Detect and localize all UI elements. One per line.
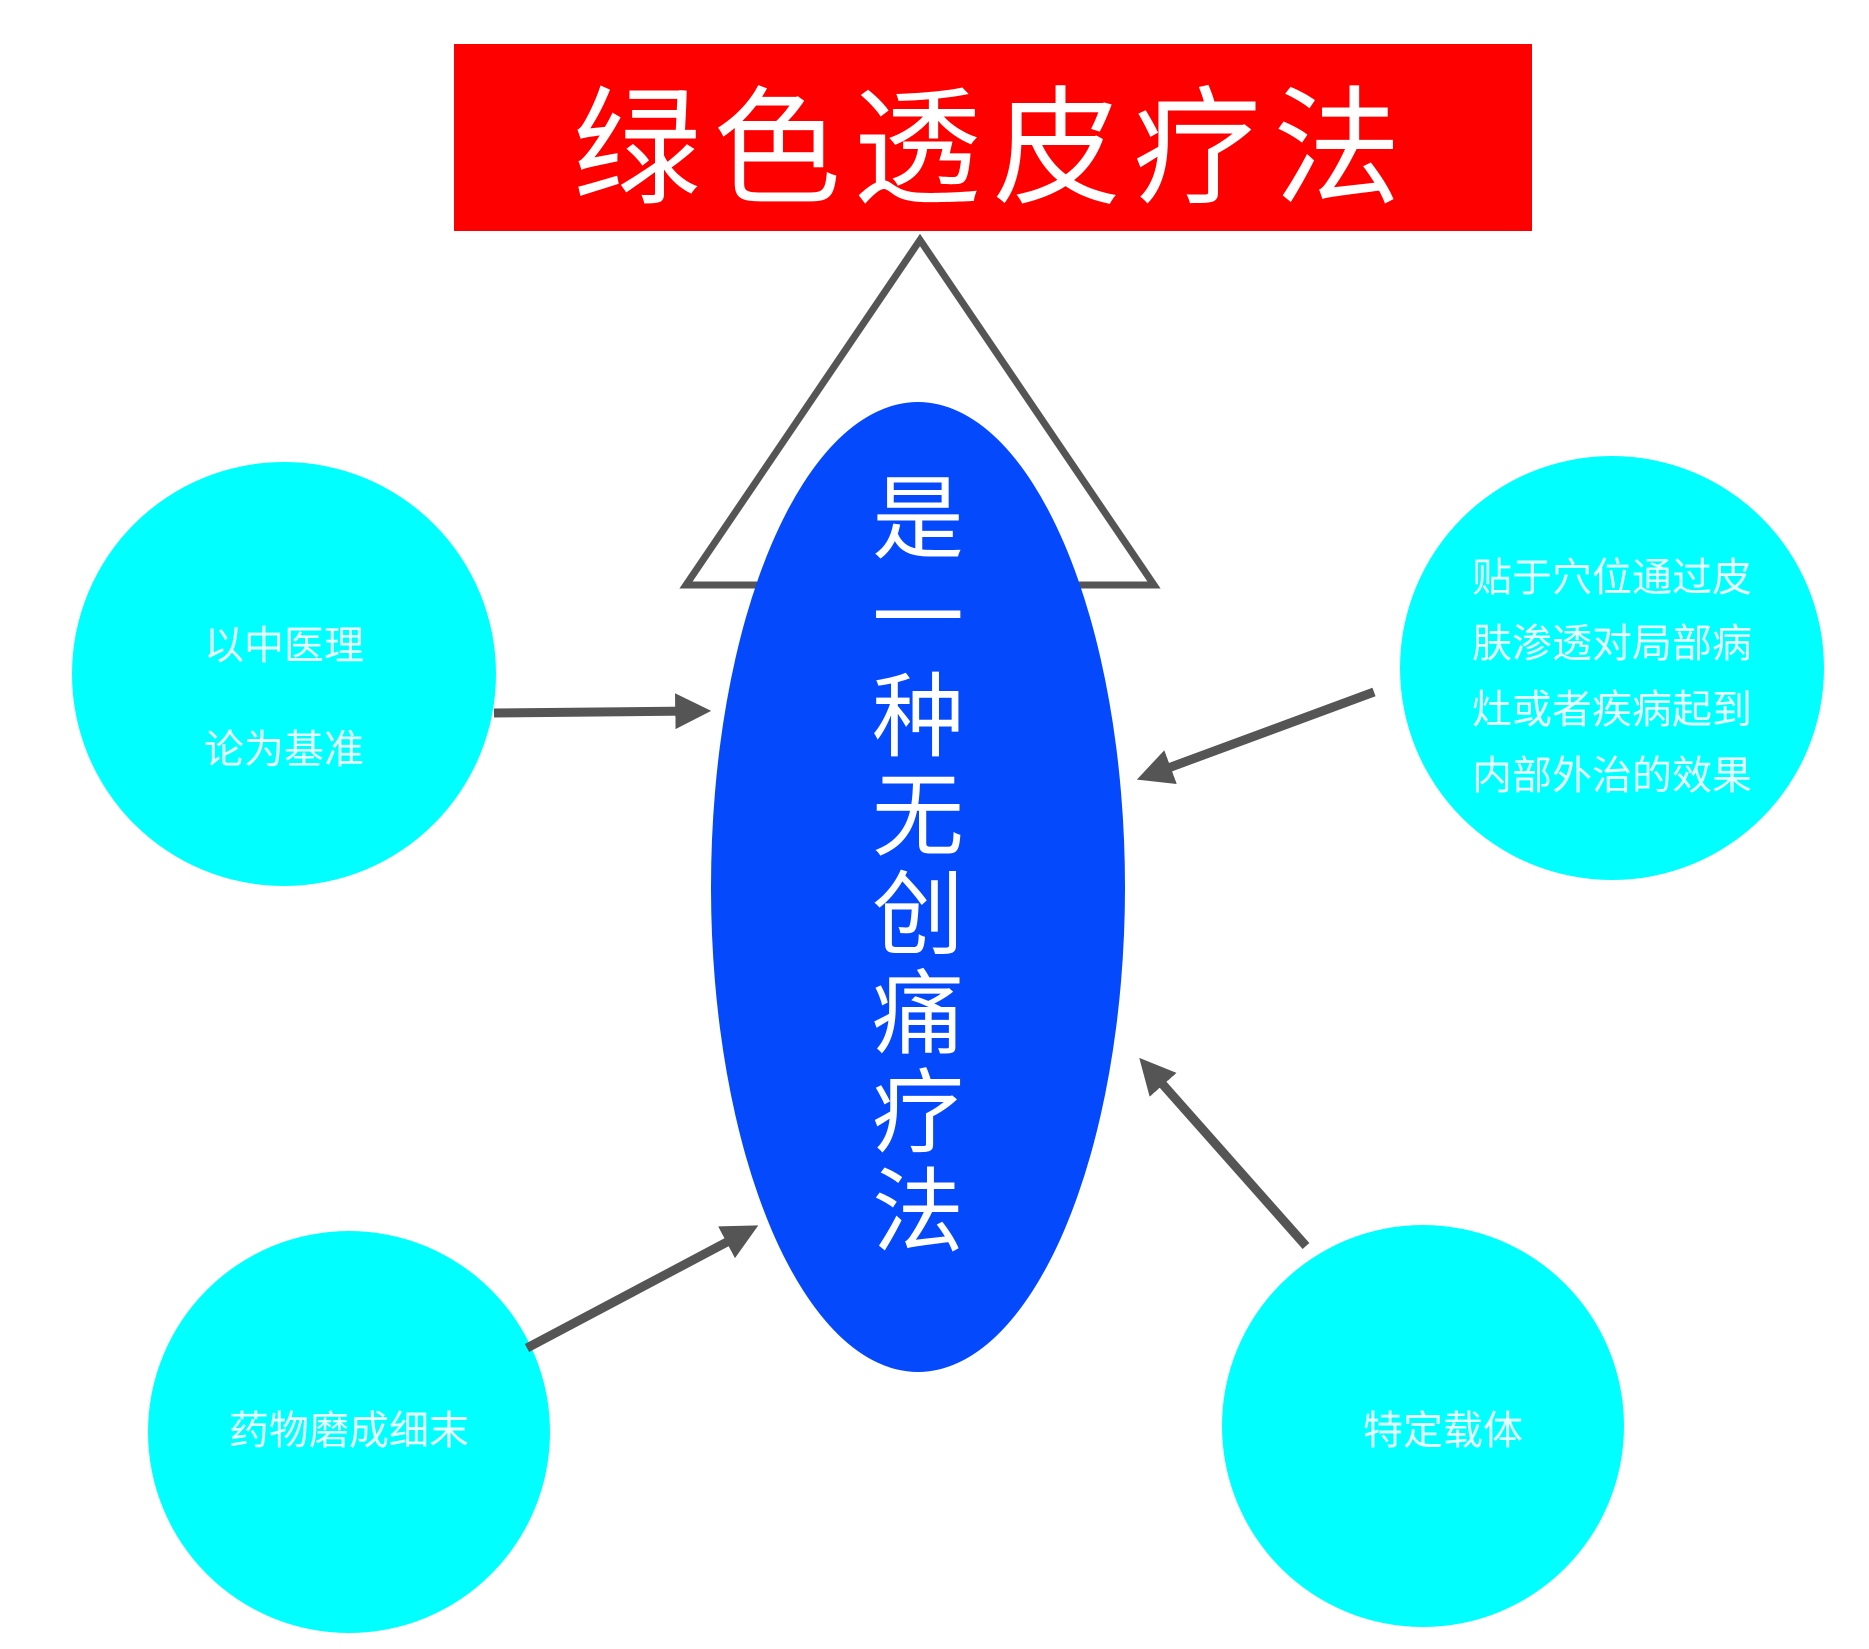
center-char: 法	[871, 1159, 964, 1266]
right-node-text: 贴于穴位通过皮 肤渗透对局部病 灶或者疾病起到 内部外治的效果	[1432, 545, 1792, 809]
node-line: 以中医理	[204, 623, 364, 669]
node-line: 灶或者疾病起到	[1472, 687, 1752, 733]
center-char: 是	[871, 466, 964, 573]
bottom-right-node-text: 特定载体	[1283, 1398, 1603, 1464]
center-char: 无	[871, 763, 964, 870]
arrow-left	[493, 693, 712, 730]
node-line: 肤渗透对局部病	[1472, 621, 1752, 667]
arrow-right	[1136, 687, 1376, 785]
center-char: 一	[871, 565, 964, 672]
center-ellipse	[711, 402, 1125, 1372]
node-line: 特定载体	[1363, 1408, 1523, 1454]
title-banner: 绿色透皮疗法	[454, 44, 1532, 231]
center-char: 创	[871, 862, 964, 969]
center-char: 痛	[871, 961, 964, 1068]
arrow-bottom-right	[1139, 1057, 1310, 1249]
node-line: 贴于穴位通过皮	[1472, 555, 1752, 601]
node-line: 药物磨成细末	[229, 1408, 469, 1454]
node-line: 内部外治的效果	[1472, 753, 1752, 799]
center-char: 种	[871, 664, 964, 771]
bottom-left-circle	[148, 1231, 550, 1633]
right-circle	[1400, 456, 1824, 880]
bottom-left-node-text: 药物磨成细末	[189, 1398, 509, 1464]
left-node-text: 以中医理 论为基准	[134, 594, 434, 802]
title-text: 绿色透皮疗法	[572, 75, 1413, 224]
center-char: 疗	[871, 1060, 964, 1167]
center-vertical-text: 是 一 种 无 创 痛 疗 法	[868, 470, 968, 1262]
arrow-bottom-left	[524, 1225, 759, 1352]
node-line: 论为基准	[204, 727, 364, 773]
left-circle	[72, 462, 496, 886]
bottom-right-circle	[1222, 1225, 1624, 1627]
